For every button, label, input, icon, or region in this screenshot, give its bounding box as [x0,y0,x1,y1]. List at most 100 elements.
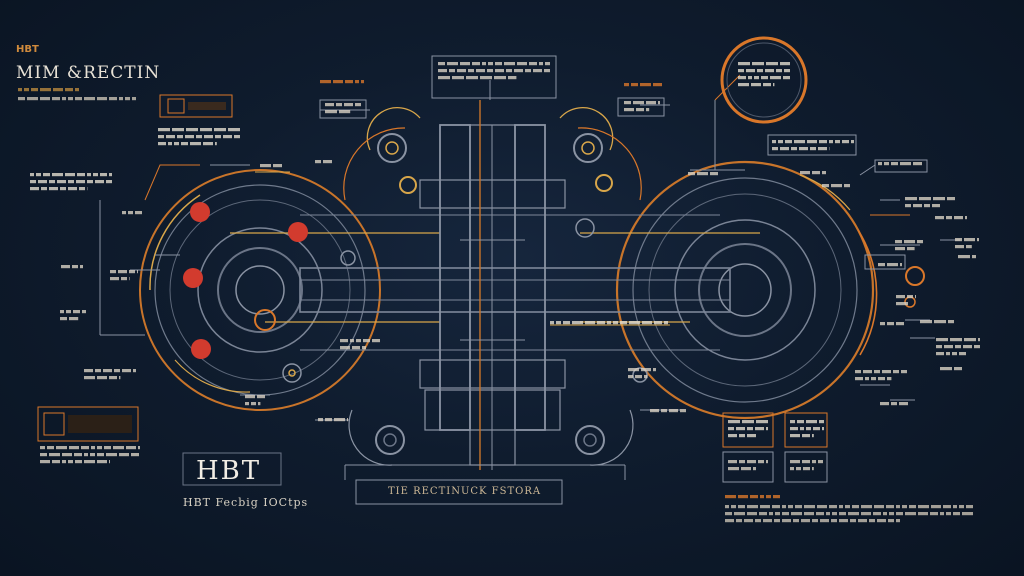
fine-print-mark [765,69,774,73]
left-ring-4 [197,227,323,353]
fine-print-mark [845,505,850,509]
fine-print-mark [257,395,265,399]
fine-print-mark [87,173,91,177]
fine-print-mark [97,446,102,450]
fine-print-mark [936,338,948,342]
fine-print-mark [913,162,922,166]
fine-print-mark [325,103,334,107]
fine-print-mark [887,322,894,326]
fine-print-mark [60,310,64,314]
fine-print-mark [40,97,50,101]
fine-print-mark [850,519,856,523]
fine-print-mark [654,321,662,325]
fine-print-mark [759,512,767,516]
fine-print-mark [200,128,212,132]
fine-print-mark [352,346,360,350]
fine-print-mark [688,172,695,176]
fine-print-mark [920,320,932,324]
fine-print-mark [80,265,83,269]
fine-print-mark [895,247,905,251]
fine-print-mark [760,495,764,499]
fine-print-mark [734,512,745,516]
fine-print-mark [47,446,54,450]
fine-print-mark [800,427,804,431]
fine-print-mark [53,88,63,92]
fine-print-mark [772,140,776,144]
fine-print-mark [873,512,881,516]
fine-print-mark [736,427,745,431]
fine-print-mark [350,339,354,343]
lower-left-panel [37,406,139,442]
fine-print-mark [772,147,778,151]
fine-print-mark [75,97,82,101]
fine-print-mark [109,97,117,101]
fine-print-mark [168,142,172,146]
fine-print-mark [915,295,916,299]
fine-print-mark [806,420,817,424]
fine-print-mark [640,83,651,87]
fine-print-mark [874,505,884,509]
fine-print-mark [935,216,944,220]
fine-print-mark [76,180,85,184]
fine-print-mark [77,173,85,177]
fine-print-mark [797,420,804,424]
fine-print-mark [91,446,95,450]
fine-print-mark [223,135,232,139]
fine-print-mark [896,295,905,299]
fine-print-mark [725,495,736,499]
fine-print-mark [755,519,761,523]
fine-print-mark [946,512,951,516]
fine-print-mark [710,172,718,176]
fine-print-mark [728,467,739,471]
fine-print-mark [122,211,126,215]
fine-print-mark [947,197,955,201]
fine-print-mark [495,62,502,66]
fine-print-mark [909,505,916,509]
fine-print-mark [738,62,750,66]
logo-title: HBT [196,456,262,486]
fine-print-mark [318,418,323,422]
fine-print-mark [72,265,78,269]
fine-print-mark [778,140,783,144]
fine-print-mark [680,409,686,413]
fine-print-mark [460,62,470,66]
fine-print-mark [214,128,226,132]
fine-print-mark [131,453,139,457]
fine-print-mark [133,369,136,373]
fine-print-mark [106,180,112,184]
logo-subtitle: HBT Fecbig IOCtps [183,496,309,509]
fine-print-mark [69,317,79,321]
fine-print-mark [784,69,790,73]
fine-print-mark [763,519,772,523]
fine-print-mark [806,427,811,431]
fine-print-mark [883,512,887,516]
fine-print-mark [934,320,946,324]
fine-print-mark [325,418,332,422]
fine-print-mark [776,69,782,73]
fine-print-mark [323,160,332,164]
fine-print-mark [936,345,942,349]
fine-print-mark [68,460,73,464]
fine-print-mark [30,180,36,184]
fine-print-mark [801,519,810,523]
fine-print-mark [95,180,104,184]
fine-print-mark [75,460,82,464]
fine-print-mark [84,369,93,373]
fine-print-mark [438,62,445,66]
fine-print-mark [780,62,790,66]
fine-print-mark [848,512,859,516]
fine-print-mark [362,346,366,350]
fine-print-mark [795,505,802,509]
fine-print-mark [884,162,889,166]
fine-print-mark [65,88,73,92]
fine-print-mark [438,76,450,80]
fine-print-mark [839,519,848,523]
red-marker-4 [191,339,211,359]
fine-print-mark [783,76,790,80]
fine-print-mark [104,446,111,450]
fine-print-mark [977,238,979,242]
fine-print-mark [40,460,50,464]
fine-print-mark [861,505,872,509]
